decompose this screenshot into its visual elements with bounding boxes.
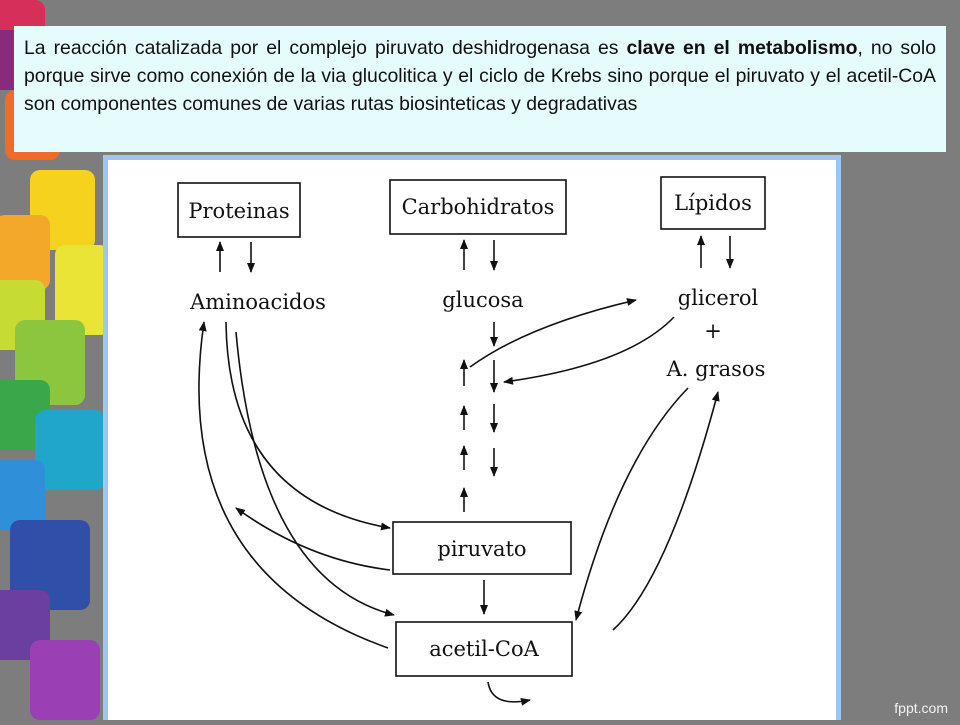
arrow-acetil-coa-exit bbox=[487, 681, 531, 706]
glicerol-label: glicerol bbox=[678, 286, 759, 310]
caption-text: La reacción catalizada por el complejo p… bbox=[24, 37, 627, 59]
aminoacidos-label: Aminoacidos bbox=[189, 290, 326, 314]
caption-text-continued: , no solo porque sirve como conexión de … bbox=[24, 37, 936, 115]
lipidos-box bbox=[660, 176, 766, 230]
arrow-piruvato-to-aminoacidos bbox=[235, 507, 391, 571]
acidos-grasos-label: A. grasos bbox=[666, 357, 766, 381]
plus-label: + bbox=[704, 319, 722, 343]
decorative-cubes-strip bbox=[0, 0, 110, 720]
arrow-acetil-coa-to-aminoacidos bbox=[198, 321, 389, 649]
arrow-from-glicerol bbox=[503, 316, 675, 385]
glucosa-label: glucosa bbox=[442, 288, 523, 312]
watermark-text: fppt.com bbox=[894, 700, 948, 716]
piruvato-label: piruvato bbox=[437, 537, 526, 561]
arrow-to-glicerol bbox=[469, 298, 637, 368]
decorative-cube bbox=[30, 640, 100, 720]
arrow-aminoacidos-to-piruvato bbox=[225, 321, 391, 531]
carbohidratos-box bbox=[389, 179, 567, 235]
piruvato-box bbox=[392, 521, 572, 575]
acetil-coa-label: acetil-CoA bbox=[429, 637, 539, 661]
metabolism-diagram: Proteinas Carbohidratos Lípidos Aminoaci… bbox=[103, 155, 841, 720]
proteinas-box bbox=[177, 182, 301, 238]
caption-text-box: La reacción catalizada por el complejo p… bbox=[14, 26, 946, 152]
acetil-coa-box bbox=[395, 621, 573, 677]
arrow-aminoacidos-to-acetil-coa bbox=[235, 331, 395, 617]
proteinas-label: Proteinas bbox=[188, 199, 289, 223]
carbohidratos-label: Carbohidratos bbox=[402, 195, 555, 219]
diagram-canvas: Proteinas Carbohidratos Lípidos Aminoaci… bbox=[177, 176, 766, 706]
arrow-to-acetil-coa-from-agrasos bbox=[574, 387, 689, 621]
lipidos-label: Lípidos bbox=[674, 191, 752, 215]
arrow-to-agrasos bbox=[612, 391, 720, 631]
decorative-cube bbox=[0, 460, 45, 530]
decorative-cube bbox=[35, 410, 105, 490]
decorative-cube bbox=[0, 215, 50, 290]
caption-bold-text: clave en el metabolismo bbox=[626, 37, 858, 59]
